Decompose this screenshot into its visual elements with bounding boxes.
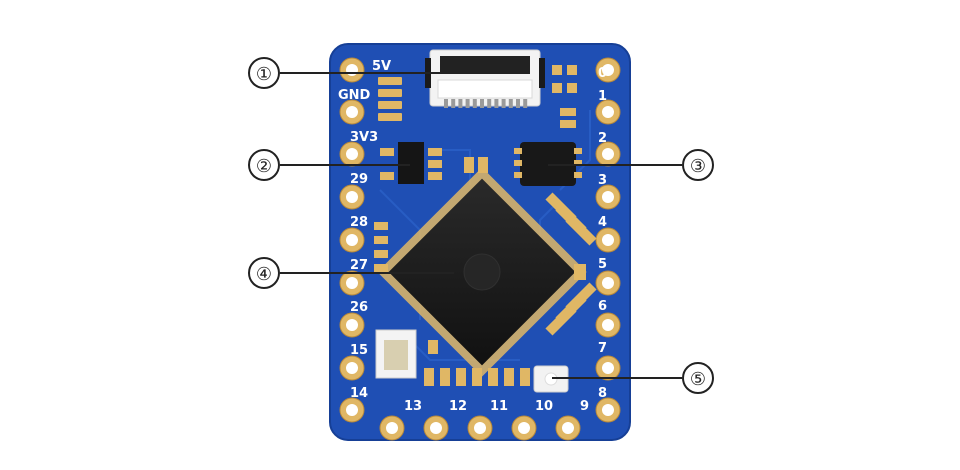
fpc-pin [501,99,506,108]
pin-label-right-3: 3 [598,173,607,188]
callout-number-4: ④ [256,264,272,285]
pin-label-right-6: 6 [598,299,607,314]
fpc-pin [494,99,499,108]
fpc-pin [451,99,456,108]
left-castellated-pads [339,57,365,423]
pin-labels: 5V GND 3V3 29 28 27 26 15 14 0 1 2 3 4 5… [338,59,607,414]
pin-label-bottom-10: 10 [535,399,553,414]
pin-label-3v3: 3V3 [350,130,378,145]
castellated-pad-right [595,57,621,83]
castellated-pad-right [595,397,621,423]
right-castellated-pads [595,57,621,423]
pin-label-gnd: GND [338,88,371,103]
pin-label-right-1: 1 [598,89,607,104]
pin-label-bottom-9: 9 [580,399,589,414]
pin-label-5v: 5V [372,59,391,74]
castellated-pad-bottom [467,415,493,441]
fpc-pin [516,99,520,108]
voltage-regulator [380,142,442,184]
pin-label-right-7: 7 [598,341,607,356]
castellated-pad-left [339,397,365,423]
pin-label-left-26: 26 [350,300,368,315]
callout-number-2: ② [256,156,272,177]
passive-components-top [378,65,577,128]
passive-pair-center [464,157,488,173]
castellated-pad-bottom [511,415,537,441]
pin-label-left-29: 29 [350,172,368,187]
castellated-pad-right [595,184,621,210]
castellated-pad-left [339,184,365,210]
pin-label-left-28: 28 [350,215,368,230]
fpc-connector [425,49,545,108]
castellated-pad-bottom [379,415,405,441]
fpc-pin [472,99,477,108]
callout-number-3: ③ [690,156,706,177]
castellated-pad-left [339,270,365,296]
callout-4: ④ [248,257,280,289]
callout-1: ① [248,57,280,89]
pin-label-bottom-12: 12 [449,399,467,414]
bottom-castellated-pads [379,415,581,441]
castellated-pad-left [339,141,365,167]
pin-label-right-2: 2 [598,131,607,146]
fpc-pin [458,99,463,108]
resistor-row-bottom [424,368,530,386]
pin-label-bottom-13: 13 [404,399,422,414]
fpc-pin [444,99,448,108]
pin-label-left-27: 27 [350,258,368,273]
pin-label-right-4: 4 [598,215,607,230]
castellated-pad-left [339,227,365,253]
pin-label-right-8: 8 [598,386,607,401]
pin-label-bottom-11: 11 [490,399,508,414]
fpc-pin [480,99,484,108]
fpc-pin [487,99,492,108]
castellated-pad-left [339,355,365,381]
castellated-pad-right [595,355,621,381]
pin-label-left-15: 15 [350,343,368,358]
callout-lines [280,72,682,379]
callout-2: ② [248,149,280,181]
castellated-pad-right [595,227,621,253]
castellated-pad-bottom [423,415,449,441]
callout-3: ③ [682,149,714,181]
callout-number-1: ① [256,64,272,85]
raspberry-logo-icon [463,253,501,291]
fpc-pin [465,99,470,108]
fpc-pin [508,99,513,108]
castellated-pad-bottom [555,415,581,441]
callout-number-5: ⑤ [690,369,706,390]
castellated-pad-left [339,57,365,83]
pin-label-left-14: 14 [350,386,368,401]
castellated-pad-right [595,270,621,296]
crystal-oscillator [375,329,417,379]
castellated-pad-left [339,99,365,125]
castellated-pad-right [595,99,621,125]
pin-label-right-5: 5 [598,257,607,272]
passive-components-side [374,192,597,354]
callout-5: ⑤ [682,362,714,394]
castellated-pad-left [339,312,365,338]
fpc-pin [523,99,528,108]
castellated-pad-right [595,141,621,167]
castellated-pad-right [595,312,621,338]
pin-label-right-0: 0 [598,66,607,81]
